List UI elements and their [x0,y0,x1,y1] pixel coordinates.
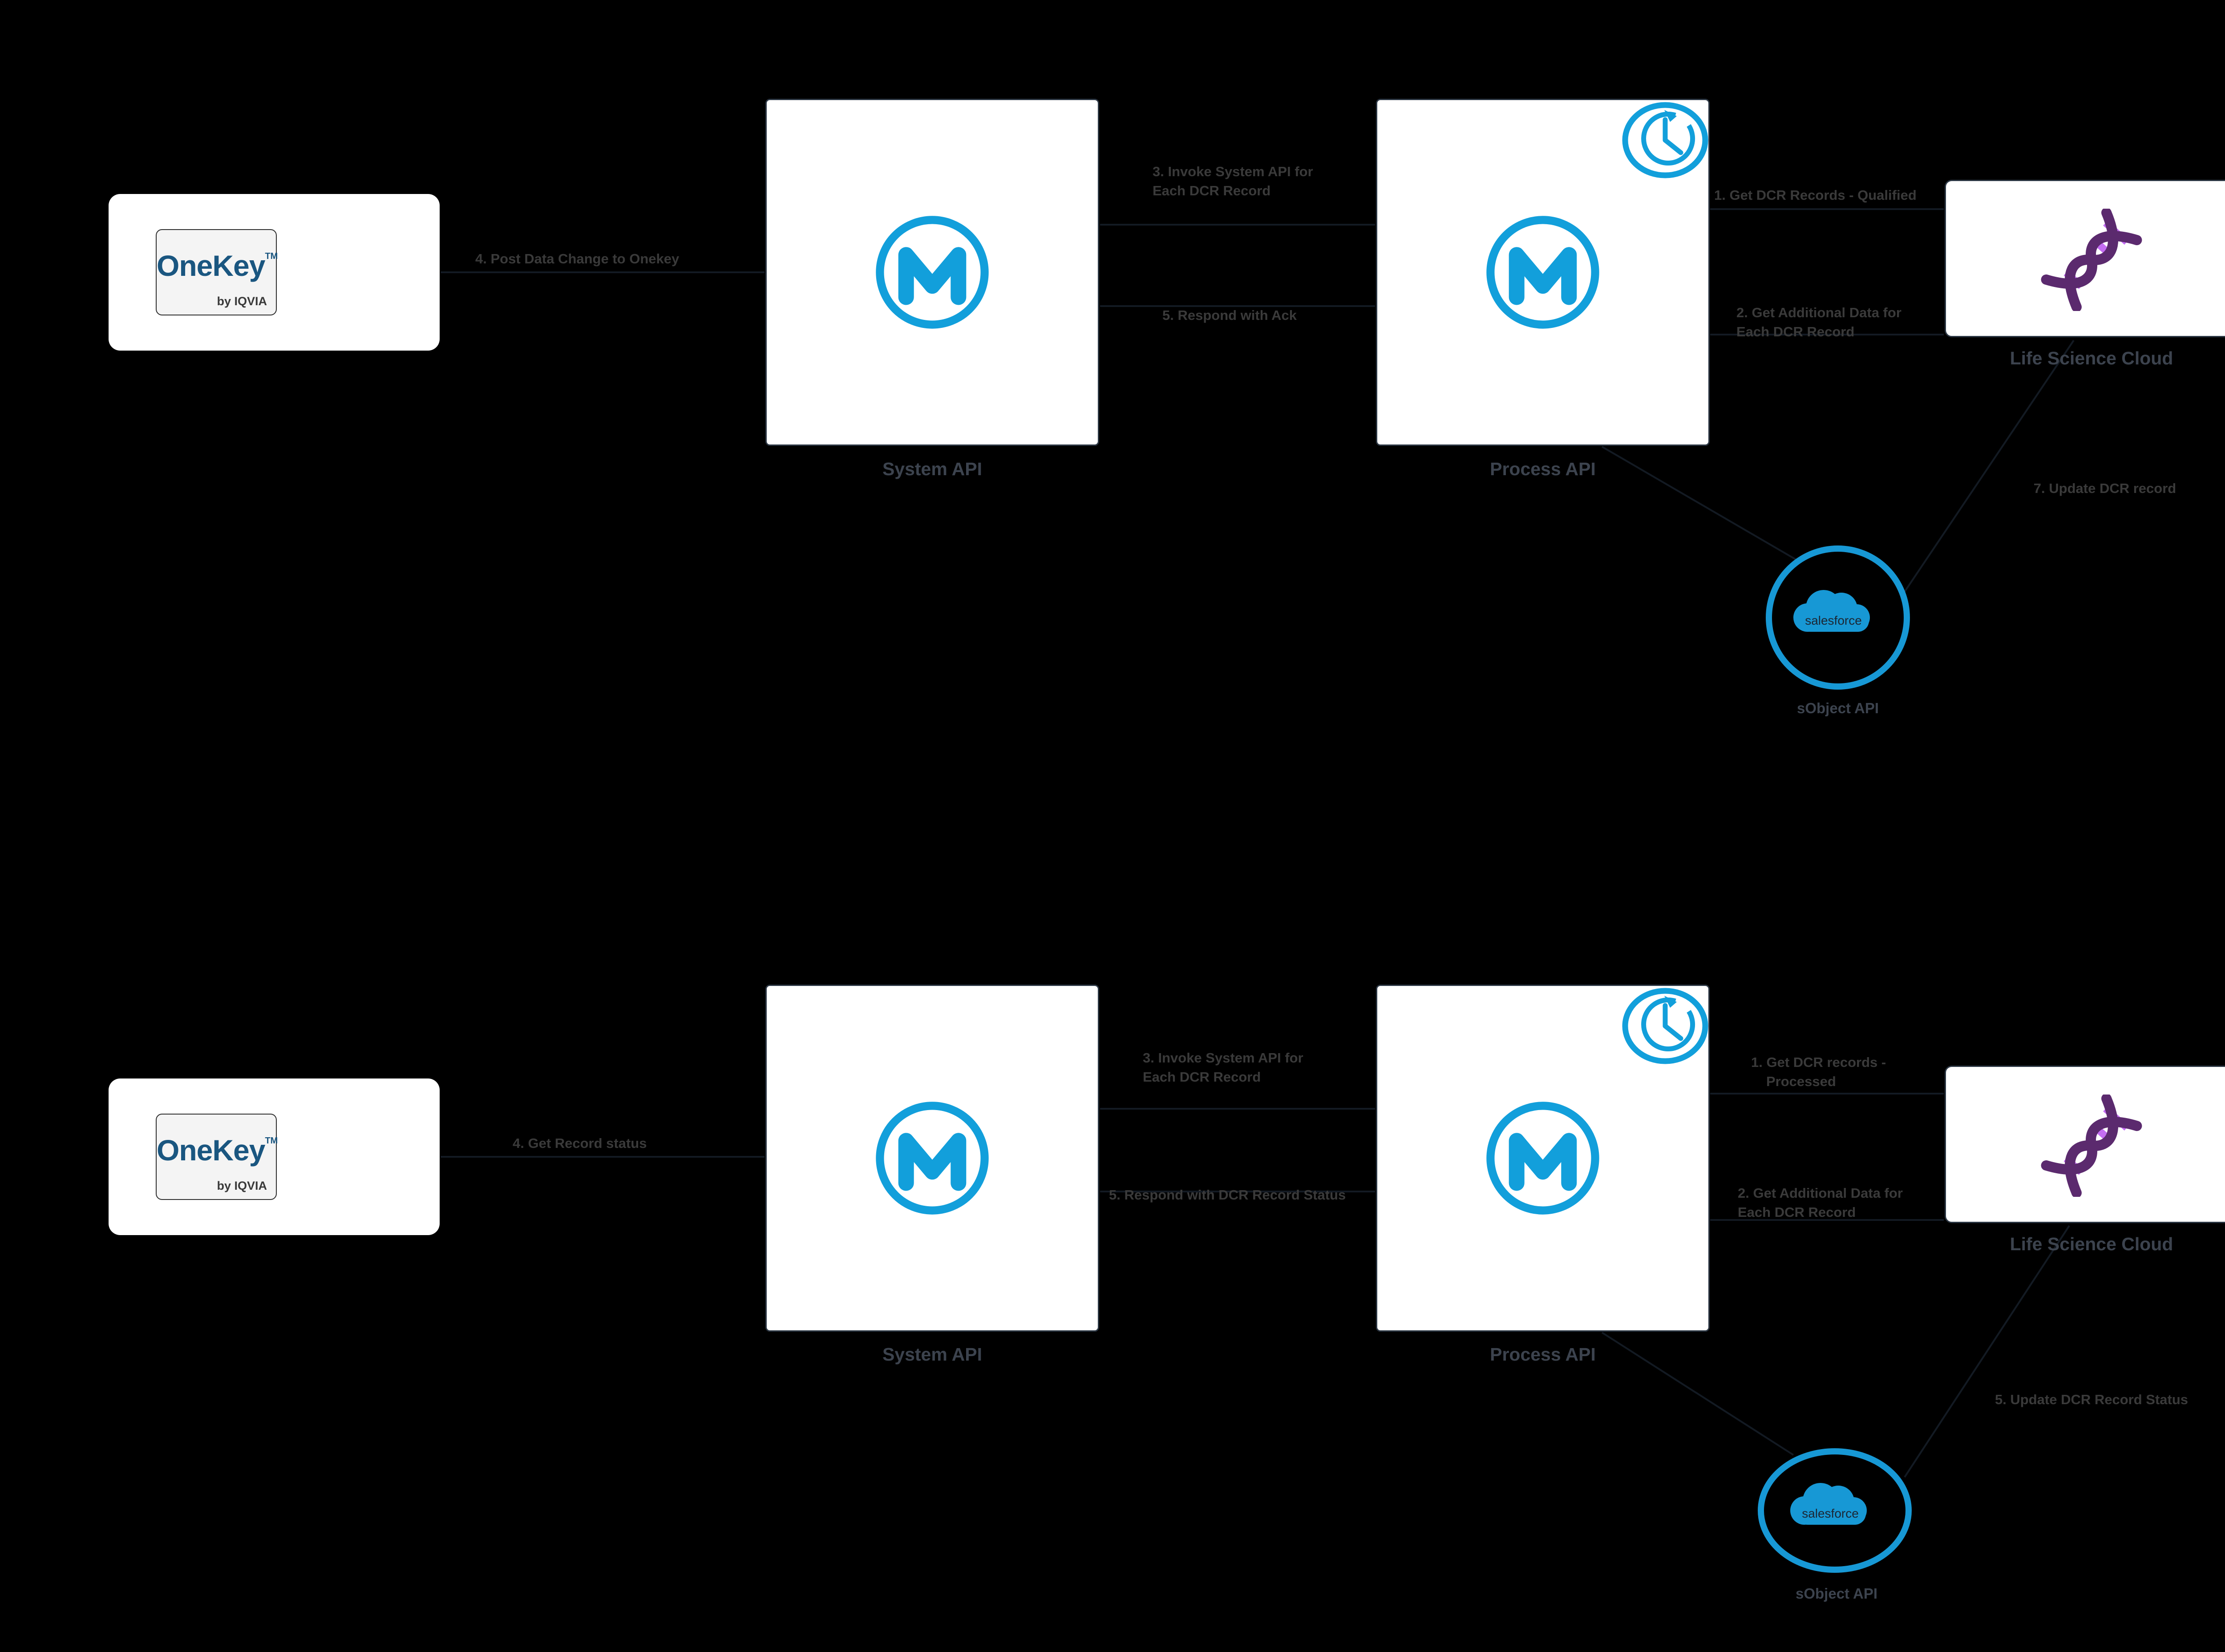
trademark-symbol: TM [265,251,278,261]
flow-label-update-dcr-record-status: 5. Update DCR Record Status [1994,1392,2189,1407]
flow-label-get-dcr-records-processed: 1. Get DCR records - Processed [1751,1053,1886,1091]
flow-label-get-additional-data-bottom: 2. Get Additional Data for Each DCR Reco… [1738,1183,1903,1222]
flow-label-respond-with-dcr-record-status: 5. Respond with DCR Record Status [1109,1187,1346,1203]
flow-label-line: 2. Get Additional Data for [1736,305,1901,320]
life-science-cloud-label-top: Life Science Cloud [2010,348,2173,368]
trademark-symbol: TM [265,1136,278,1146]
mulesoft-logo-icon [1486,1102,1599,1215]
onekey-node-bottom: OneKeyTM by IQVIA [109,1078,440,1235]
flow-label-line: Each DCR Record [1738,1204,1856,1220]
sobject-ring [1758,1448,1912,1573]
onekey-brand-text: OneKeyTM [157,1126,278,1167]
flow-label-get-dcr-records-qualified: 1. Get DCR Records - Qualified [1714,187,1917,203]
sobject-api-node-bottom: salesforce [1758,1448,1912,1573]
system-api-label-top: System API [882,459,983,479]
flow-label-invoke-system-api-bottom: 3. Invoke System API for Each DCR Record [1143,1048,1303,1087]
system-api-node-bottom [765,985,1099,1332]
dna-icon [2041,1095,2142,1197]
salesforce-wordmark: salesforce [1802,1507,1859,1520]
flow-label-get-record-status: 4. Get Record status [513,1135,647,1151]
salesforce-cloud-icon: salesforce [1790,1483,1867,1525]
onekey-logo: OneKeyTM by IQVIA [156,1114,278,1200]
sobject-api-label-bottom: sObject API [1796,1585,1877,1602]
flow-label-get-additional-data-top: 2. Get Additional Data for Each DCR Reco… [1736,303,1901,341]
salesforce-cloud-icon: salesforce [1793,590,1870,632]
flow-label-line: Each DCR Record [1153,183,1271,198]
onekey-wordmark: OneKey [157,1134,265,1167]
salesforce-wordmark: salesforce [1805,614,1862,627]
onekey-node-top: OneKeyTM by IQVIA [109,194,440,351]
onekey-byline: by IQVIA [217,1179,267,1192]
scheduler-clock-icon [1622,988,1708,1064]
flow-label-line: 1. Get DCR records - [1751,1054,1886,1070]
flow-label-line: 3. Invoke System API for [1143,1050,1303,1066]
flow-label-respond-with-ack: 5. Respond with Ack [1162,307,1297,323]
flow-label-post-data-change: 4. Post Data Change to Onekey [475,251,680,267]
onekey-brand-text: OneKeyTM [157,242,278,282]
flow-label-line: Each DCR Record [1143,1069,1261,1085]
life-science-cloud-node-bottom [1945,1066,2225,1223]
flow-label-invoke-system-api-top: 3. Invoke System API for Each DCR Record [1153,162,1313,200]
flow-label-line: Each DCR Record [1736,324,1855,339]
mulesoft-logo-icon [1486,216,1599,329]
mulesoft-logo-icon [876,216,989,329]
onekey-byline: by IQVIA [217,295,267,308]
onekey-wordmark: OneKey [157,249,265,282]
onekey-logo: OneKeyTM by IQVIA [156,229,278,315]
life-science-cloud-label-bottom: Life Science Cloud [2010,1234,2173,1254]
sobject-api-label-top: sObject API [1797,700,1879,716]
process-api-label-top: Process API [1490,459,1596,479]
process-api-label-bottom: Process API [1490,1344,1596,1365]
flow-label-update-dcr-record: 7. Update DCR record [2033,481,2176,496]
system-api-node-top [765,99,1099,446]
sobject-api-node-top: salesforce [1766,545,1910,690]
flow-label-line: Processed [1766,1074,1836,1089]
flow-label-line: 2. Get Additional Data for [1738,1185,1903,1201]
flow-label-line: 3. Invoke System API for [1153,164,1313,179]
mulesoft-logo-icon [876,1102,989,1215]
scheduler-clock-icon [1622,102,1708,178]
system-api-label-bottom: System API [882,1344,983,1365]
sobject-ring [1766,545,1910,690]
dna-icon [2041,209,2142,311]
life-science-cloud-node-top [1945,180,2225,337]
